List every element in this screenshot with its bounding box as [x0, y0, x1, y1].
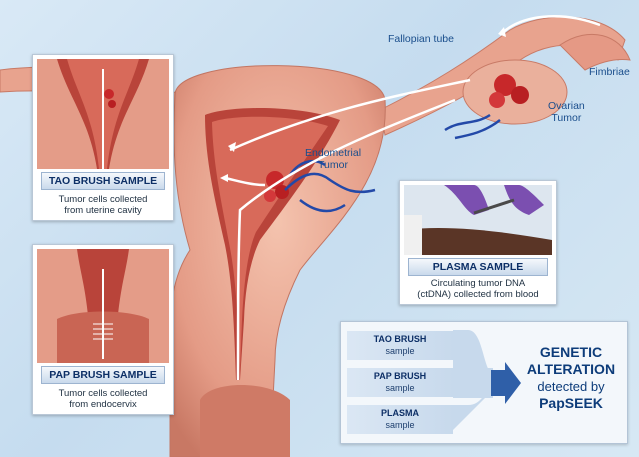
fimbriae-label: Fimbriae	[589, 66, 630, 78]
plasma-text: Circulating tumor DNA (ctDNA) collected …	[404, 278, 552, 300]
legend-source-tao: TAO BRUSH sample	[347, 331, 453, 360]
ovarian-tumor-node	[489, 92, 505, 108]
plasma-text-line: (ctDNA) collected from blood	[404, 289, 552, 300]
legend-source-title: PLASMA	[347, 408, 453, 418]
result-line-genetic: GENETIC	[521, 344, 621, 361]
pap-brush-text-line: from endocervix	[37, 399, 169, 410]
legend-source-sub: sample	[347, 383, 453, 393]
pap-brush-text-line: Tumor cells collected	[37, 388, 169, 399]
fallopian-tube-label: Fallopian tube	[388, 33, 454, 45]
tao-brush-panel: TAO BRUSH SAMPLE Tumor cells collected f…	[32, 54, 174, 221]
pap-brush-title: PAP BRUSH SAMPLE	[41, 366, 165, 384]
tao-brush-text-line: from uterine cavity	[37, 205, 169, 216]
papseek-legend: TAO BRUSH sample PAP BRUSH sample PLASMA…	[340, 321, 628, 444]
ovarian-tumor-label: Ovarian Tumor	[548, 100, 585, 124]
tao-brush-image	[37, 59, 169, 169]
result-line-detected: detected by	[521, 378, 621, 395]
result-line-alteration: ALTERATION	[521, 361, 621, 378]
cervix	[200, 385, 290, 457]
endometrial-tumor-label: Endometrial Tumor	[305, 147, 361, 171]
pap-brush-image	[37, 249, 169, 363]
legend-source-title: TAO BRUSH	[347, 334, 453, 344]
endometrial-tumor-label-line: Tumor	[305, 159, 361, 171]
plasma-image	[404, 185, 552, 255]
pap-brush-panel: PAP BRUSH SAMPLE Tumor cells collected f…	[32, 244, 174, 415]
ovarian-tumor-node	[511, 86, 529, 104]
legend-source-pap: PAP BRUSH sample	[347, 368, 453, 397]
plasma-title: PLASMA SAMPLE	[408, 258, 548, 276]
tao-brush-title: TAO BRUSH SAMPLE	[41, 172, 165, 190]
legend-source-sub: sample	[347, 346, 453, 356]
legend-result: GENETIC ALTERATION detected by PapSEEK	[521, 344, 621, 412]
legend-converge-arrow	[453, 330, 523, 438]
pap-brush-illustration	[37, 249, 169, 363]
result-line-papseek: PapSEEK	[521, 395, 621, 412]
legend-source-title: PAP BRUSH	[347, 371, 453, 381]
tao-brush-text: Tumor cells collected from uterine cavit…	[37, 194, 169, 216]
legend-source-sub: sample	[347, 420, 453, 430]
ovarian-tumor-label-line: Ovarian	[548, 100, 585, 112]
pap-brush-text: Tumor cells collected from endocervix	[37, 388, 169, 410]
tao-brush-text-line: Tumor cells collected	[37, 194, 169, 205]
plasma-draw-illustration	[404, 185, 552, 255]
arrow-head	[498, 27, 506, 37]
ovarian-tumor-label-line: Tumor	[548, 112, 585, 124]
plasma-text-line: Circulating tumor DNA	[404, 278, 552, 289]
endometrial-tumor-label-line: Endometrial	[305, 147, 361, 159]
tao-brush-illustration	[37, 59, 169, 169]
legend-source-plasma: PLASMA sample	[347, 405, 453, 434]
plasma-panel: PLASMA SAMPLE Circulating tumor DNA (ctD…	[399, 180, 557, 305]
